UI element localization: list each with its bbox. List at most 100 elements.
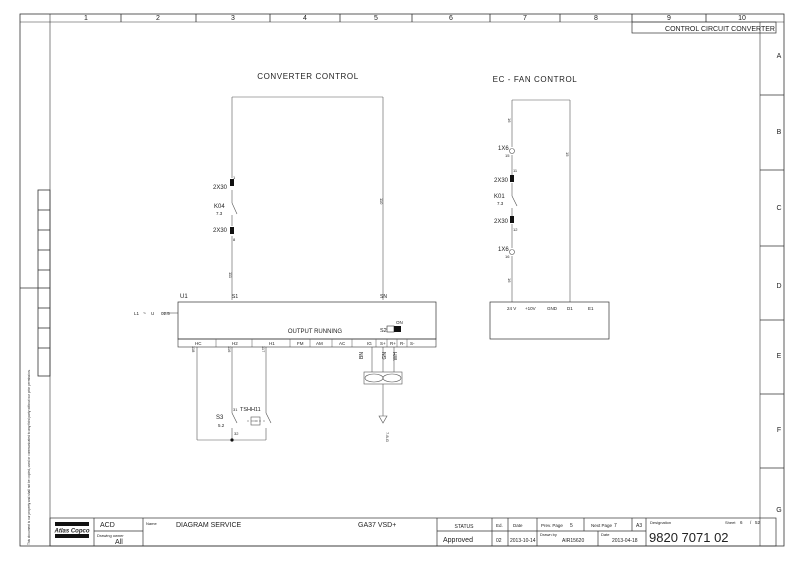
pin-label: E1 <box>588 306 594 311</box>
switch-label: S2 <box>380 328 387 334</box>
converter-wiring <box>163 96 395 441</box>
status-value: Approved <box>443 537 473 544</box>
title-block-text: ACD Drawing owner All Name DIAGRAM SERVI… <box>97 520 761 546</box>
column-label: 6 <box>449 15 453 22</box>
designation-value: 9820 7071 02 <box>649 530 729 545</box>
relay-ref: 7.3 <box>216 211 223 216</box>
pin-label: R- <box>400 341 405 346</box>
row-label: G <box>776 507 781 514</box>
connector-pin-icon <box>509 249 515 255</box>
converter-title: CONVERTER CONTROL <box>257 72 359 81</box>
terminal-pin: 12 <box>513 227 518 232</box>
supply-label: U <box>151 311 154 316</box>
pin-label: 32 <box>234 431 239 436</box>
terminal-label: 2X30 <box>494 178 509 184</box>
connector-label: 1X6 <box>498 247 509 253</box>
column-label: 7 <box>523 15 527 22</box>
wire-number: 117 <box>261 346 266 353</box>
connector-pin: 15 <box>505 153 510 158</box>
terminal-block <box>230 179 234 186</box>
atlas-copco-logo: Atlas Copco <box>53 522 90 538</box>
wire-number: 111 <box>228 272 233 279</box>
drawn-by-value: AIR15620 <box>562 538 584 544</box>
pin-label: IG <box>367 341 372 346</box>
drawing-owner-label: Drawing owner <box>97 533 124 538</box>
ecfan-wiring <box>511 99 571 302</box>
junction-dot <box>230 438 234 442</box>
ecfan-box-pins: 24 V +10V GND D1 E1 <box>507 306 594 311</box>
pin-label: GND <box>547 306 558 311</box>
supply-label: L1 <box>134 311 140 316</box>
wire-color: GN <box>382 352 388 360</box>
ecfan-unit-box <box>489 301 610 340</box>
terminal-block <box>510 216 514 223</box>
name-label: Name <box>146 521 157 526</box>
pin-dividers <box>215 339 408 347</box>
row-label: C <box>776 205 781 212</box>
switch-ref: 5.2 <box>218 423 225 428</box>
sheet-title: CONTROL CIRCUIT CONVERTER <box>665 26 775 33</box>
wire-number: 16 <box>507 278 512 283</box>
sensor-label: TSHH11 <box>240 407 261 413</box>
row-label: E <box>777 353 782 360</box>
next-page-value: 7 <box>614 523 617 529</box>
pin-label: S- <box>410 341 415 346</box>
wire-number: 15 <box>565 152 570 157</box>
column-label: 4 <box>303 15 307 22</box>
acd-label: ACD <box>100 522 115 529</box>
pin-label: HC <box>195 341 202 346</box>
column-label: 3 <box>231 15 235 22</box>
model-value: GA37 VSD+ <box>358 522 396 529</box>
column-label: 5 <box>374 15 378 22</box>
prev-page-label: Prev. Page <box>541 523 563 528</box>
column-label: 2 <box>156 15 160 22</box>
column-label: 9 <box>667 15 671 22</box>
ecfan-title: EC - FAN CONTROL <box>493 75 578 84</box>
pin-label: SN <box>380 294 387 300</box>
designation-label: Designation <box>650 520 671 525</box>
fan-icon <box>363 371 403 385</box>
row-label: D <box>776 283 781 290</box>
row-label: B <box>777 129 782 136</box>
wire-color: BN <box>359 352 365 359</box>
connector-pin: 16 <box>505 254 510 259</box>
pin-strip <box>177 338 437 348</box>
switch-label: S3 <box>216 415 224 421</box>
logo-text: Atlas Copco <box>53 529 89 535</box>
date2-value: 2013-04-18 <box>612 538 638 544</box>
bottom-pin-labels: HC H2 H1 FM AM AC IG S+ R+ R- S- <box>195 341 415 346</box>
terminal-pin: 1 <box>233 175 236 180</box>
wire-color: WH <box>393 352 399 361</box>
sheet-title-box <box>631 21 777 34</box>
ground-arrow-icon <box>378 415 388 424</box>
next-page-label: Next Page <box>591 523 613 528</box>
relay-label: K04 <box>214 204 225 210</box>
wire-number: 110 <box>379 198 384 205</box>
converter-labels: 2X30 1 K04 7.3 2X30 8 111 110 U1 S1 SN L… <box>134 175 387 436</box>
connector-label: 1X6 <box>498 146 509 152</box>
terminal-block <box>230 227 234 234</box>
border-frame <box>19 13 785 547</box>
row-labels: A B C D E F G <box>776 53 781 514</box>
unit-label: U1 <box>180 294 188 300</box>
drawing-owner-value: All <box>115 539 123 546</box>
date2-label: Date <box>601 532 610 537</box>
switch-on-label: ON <box>396 320 403 325</box>
pin-label: R+ <box>390 341 396 346</box>
ecfan-labels: 16 1X6 15 15 2X30 11 K01 7.3 2X30 12 1X6… <box>494 118 570 283</box>
row-label: A <box>777 53 782 60</box>
prev-page-value: 5 <box>570 523 573 529</box>
pin-label: H2 <box>232 341 238 346</box>
drawn-by-label: Drawn by <box>540 532 557 537</box>
title-block-frame <box>49 517 777 547</box>
paper-size: A3 <box>636 523 642 529</box>
column-label: 1 <box>84 15 88 22</box>
pin-label: AC <box>339 341 346 346</box>
pin-label: FM <box>297 341 304 346</box>
sheet-separator: / <box>750 520 752 525</box>
sheet-label: Sheet <box>725 520 736 525</box>
wire-number: 116 <box>227 346 232 353</box>
column-label: 10 <box>738 15 746 22</box>
